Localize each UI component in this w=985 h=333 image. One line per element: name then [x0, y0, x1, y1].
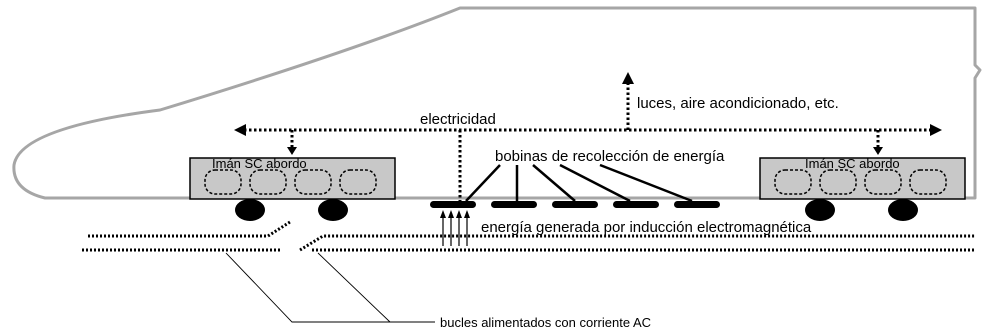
train-body-outline [12, 6, 982, 200]
branch-lights-arrow [622, 72, 634, 130]
loops-label: bucles alimentados con corriente AC [440, 315, 651, 330]
coils-label: bobinas de recolección de energía [495, 148, 725, 165]
pickup-coil [613, 201, 659, 208]
arrowhead-left [234, 124, 246, 136]
lights-label: luces, aire acondicionado, etc. [637, 95, 839, 112]
wheel [318, 199, 348, 221]
electricity-label: electricidad [420, 111, 496, 128]
branch-right-magnet [873, 130, 883, 155]
pickup-coil [430, 201, 476, 208]
pickup-coil [674, 201, 720, 208]
loops-leader-lines [225, 252, 435, 323]
pickup-coil [491, 201, 537, 208]
pickup-coil [552, 201, 598, 208]
coil-leader-lines [465, 163, 693, 203]
wheel [805, 199, 835, 221]
induction-arrows [440, 210, 470, 246]
arrowhead-right [930, 124, 942, 136]
pickup-coils [430, 201, 720, 208]
ground-loops [82, 220, 975, 252]
sc-magnet-left: Imán SC abordo [189, 156, 396, 200]
electricity-distribution-arrow [234, 124, 942, 136]
wheels [235, 199, 918, 221]
magnet-right-label: Imán SC abordo [805, 156, 900, 171]
branch-left-magnet [287, 130, 297, 155]
wheel [235, 199, 265, 221]
wheel [888, 199, 918, 221]
magnet-left-label: Imán SC abordo [212, 156, 307, 171]
sc-magnet-right: Imán SC abordo [759, 156, 966, 200]
induction-label: energía generada por inducción electroma… [481, 219, 812, 236]
